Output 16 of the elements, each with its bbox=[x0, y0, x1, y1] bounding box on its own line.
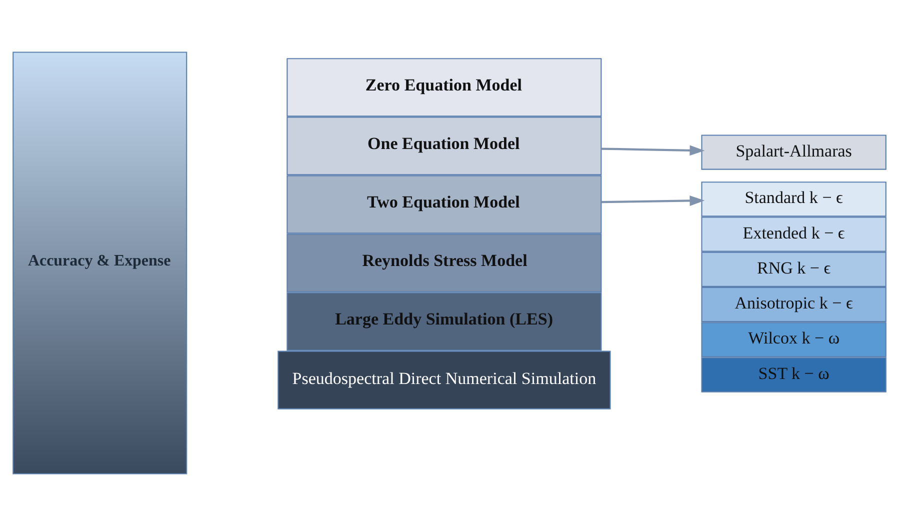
node-box: One Equation Model bbox=[286, 116, 602, 175]
node-box: Wilcox k − ω bbox=[701, 322, 886, 357]
node-box: Large Eddy Simulation (LES) bbox=[286, 292, 602, 350]
node-box: SST k − ω bbox=[701, 356, 886, 392]
node-box: Spalart-Allmaras bbox=[701, 134, 886, 170]
arrow bbox=[601, 195, 705, 206]
node-box: RNG k − ϵ bbox=[701, 251, 886, 286]
node-box: Pseudospectral Direct Numerical Simulation bbox=[278, 350, 611, 409]
node-box: Zero Equation Model bbox=[286, 58, 602, 116]
node-box: Anisotropic k − ϵ bbox=[701, 286, 886, 322]
node-box: Two Equation Model bbox=[286, 174, 602, 234]
node-box: Accuracy & Expense bbox=[12, 51, 188, 474]
arrow bbox=[601, 144, 705, 156]
node-box: Reynolds Stress Model bbox=[286, 233, 602, 292]
node-box: Extended k − ϵ bbox=[701, 216, 886, 252]
node-box: Standard k − ϵ bbox=[701, 181, 886, 216]
